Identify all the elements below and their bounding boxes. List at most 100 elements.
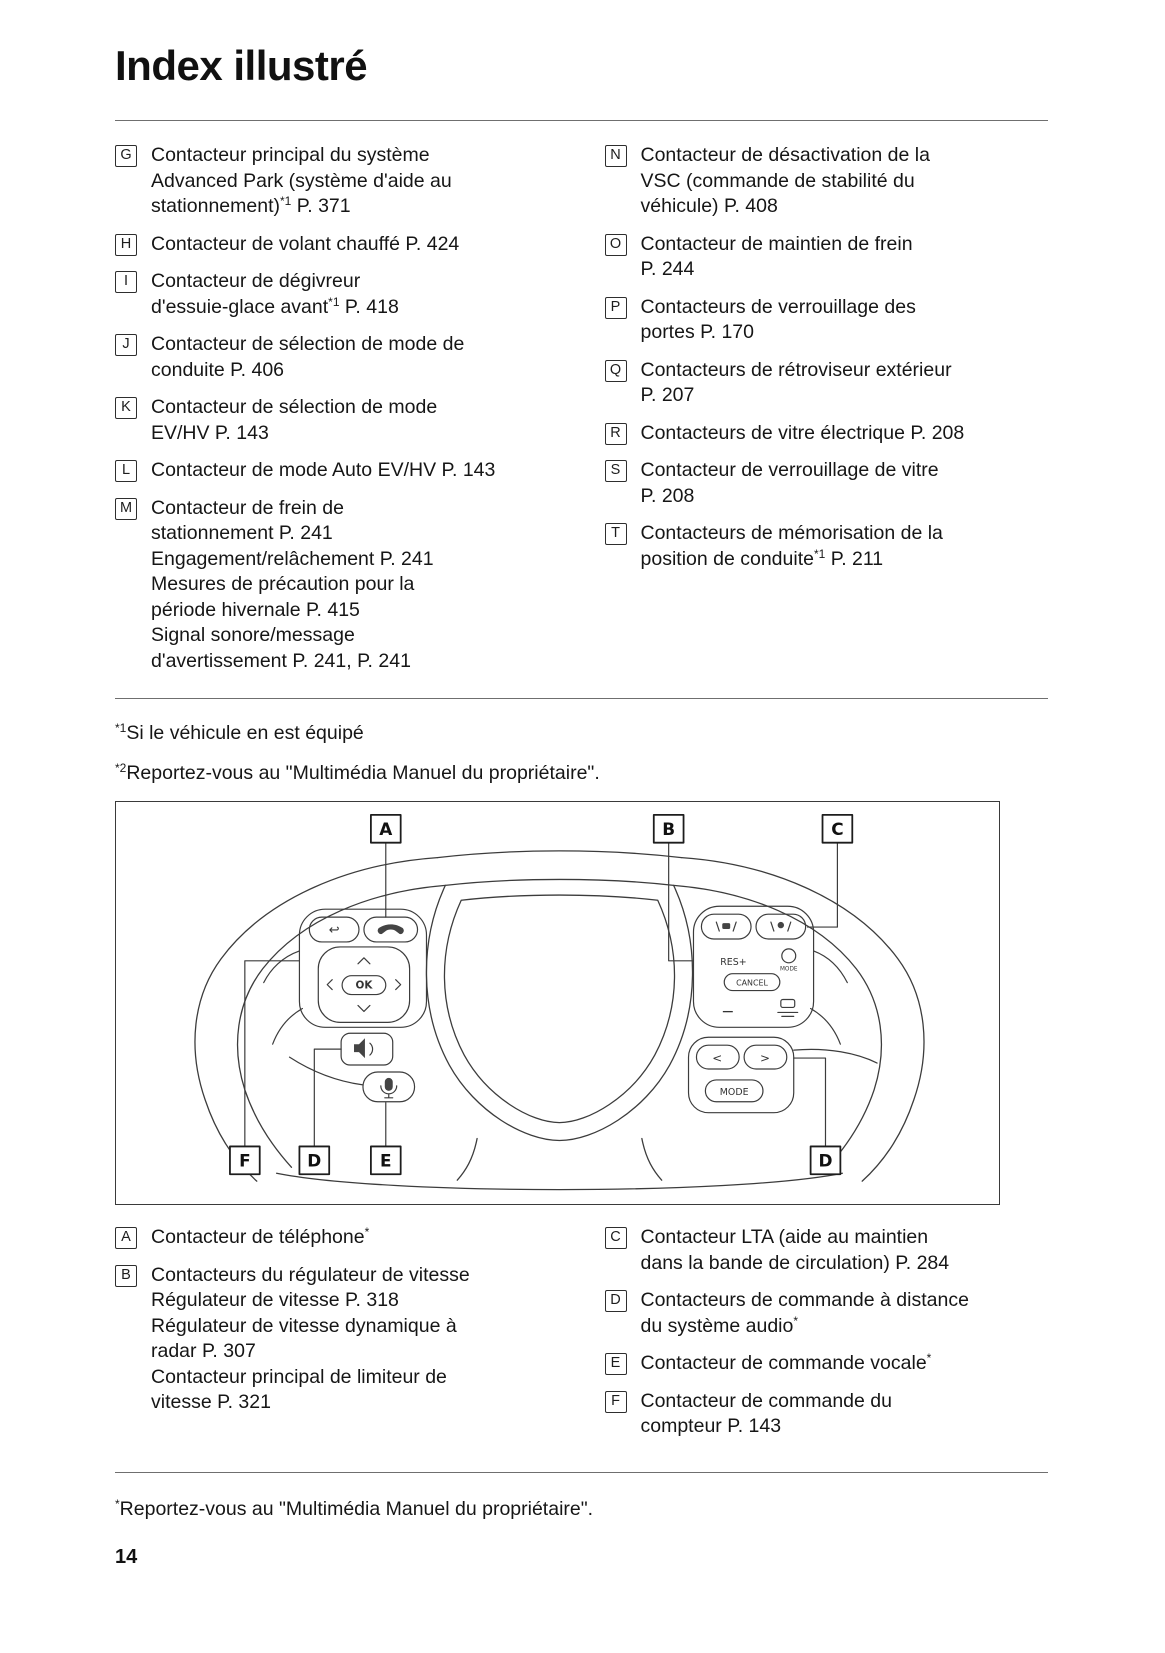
callout-e-label: E bbox=[380, 1150, 392, 1170]
ok-button bbox=[341, 975, 387, 996]
ok-button-label: OK bbox=[355, 980, 373, 992]
leader-f bbox=[244, 960, 301, 1148]
callout-a-label: A bbox=[379, 819, 392, 839]
drive-mode-dial-label: MODE bbox=[780, 967, 798, 973]
callout-d-right: D bbox=[809, 1145, 842, 1176]
speaker-wave-icon bbox=[369, 1042, 374, 1056]
callout-d-left-box bbox=[298, 1145, 331, 1176]
callout-c-label: C bbox=[831, 819, 843, 839]
callout-e-box bbox=[369, 1145, 402, 1176]
index-text-h: Contacteur de volant chauffé P. 424 bbox=[151, 232, 460, 255]
index-item-h: H Contacteur de volant chauffé P. 424 bbox=[115, 232, 559, 258]
steering-wheel-diagram: ↩ OK bbox=[194, 814, 925, 1191]
right-button-cluster: RES+ MODE CANCEL − bbox=[692, 905, 848, 1045]
right-spoke-upper-line bbox=[812, 950, 848, 984]
lower-spoke-left-line bbox=[456, 1137, 478, 1181]
callouts: A B C F bbox=[229, 814, 854, 1176]
chevron-left-icon bbox=[326, 979, 333, 991]
page-content: Index illustré G Contacteur principal du… bbox=[115, 42, 1049, 1568]
index-key-e: E bbox=[604, 1353, 627, 1375]
page-number: 14 bbox=[115, 1545, 138, 1568]
audio-remote-cluster: < > MODE bbox=[687, 1036, 878, 1114]
callout-e: E bbox=[369, 1145, 402, 1176]
footnote-equipment: *1Si le véhicule en est équipé bbox=[115, 721, 364, 744]
phone-icon bbox=[377, 924, 404, 935]
wheel-rim bbox=[194, 850, 925, 1191]
left-spoke-lower-line bbox=[272, 1007, 304, 1045]
track-prev-button bbox=[695, 1044, 740, 1070]
callout-a: A bbox=[369, 814, 402, 844]
phone-button bbox=[363, 916, 419, 943]
index-list-bottom-left: A Contacteur de téléphone* B Contacteurs… bbox=[115, 1225, 559, 1452]
index-text-a: Contacteur de téléphone* bbox=[151, 1225, 370, 1248]
footnote-multimedia: *2Reportez-vous au "Multimédia Manuel du… bbox=[115, 761, 600, 784]
index-key-a: A bbox=[115, 1227, 137, 1249]
leader-d1 bbox=[313, 1048, 342, 1148]
callout-c-box bbox=[821, 814, 854, 844]
res-plus-label: RES+ bbox=[720, 957, 746, 968]
volume-button bbox=[340, 1032, 394, 1066]
callout-leaders bbox=[244, 842, 838, 1148]
index-text-l: Contacteur de mode Auto EV/HV P. 143 bbox=[151, 459, 496, 481]
footnotes-middle: *1Si le véhicule en est équipé *2Reporte… bbox=[115, 699, 1048, 786]
footnote-bottom: *Reportez-vous au "Multimédia Manuel du … bbox=[115, 1496, 594, 1520]
steering-assist-button bbox=[700, 913, 752, 940]
dpad-outline bbox=[317, 946, 411, 1023]
chevron-right-icon bbox=[395, 979, 402, 991]
lower-left-spoke-line bbox=[288, 1056, 364, 1086]
left-button-cluster: ↩ OK bbox=[263, 908, 428, 1103]
index-key-s: S bbox=[604, 460, 627, 482]
callout-b: B bbox=[652, 814, 685, 844]
speaker-icon bbox=[354, 1038, 365, 1059]
index-key-l: L bbox=[115, 460, 137, 482]
index-item-l: L Contacteur de mode Auto EV/HV P. 143 bbox=[115, 458, 559, 484]
index-item-e: E Contacteur de commande vocale* bbox=[604, 1351, 1049, 1377]
lane-assist-button bbox=[755, 913, 807, 940]
index-key-r: R bbox=[604, 422, 627, 445]
callout-b-box bbox=[652, 814, 685, 844]
index-key-c: C bbox=[604, 1227, 627, 1249]
index-item-a: A Contacteur de téléphone* bbox=[115, 1225, 559, 1251]
index-key-d: D bbox=[604, 1290, 627, 1312]
callout-f-label: F bbox=[239, 1150, 251, 1170]
index-item-r: R Contacteurs de vitre électrique P. 208 bbox=[604, 421, 1049, 447]
index-text-e: Contacteur de commande vocale* bbox=[640, 1351, 932, 1374]
chevron-down-icon bbox=[357, 1004, 371, 1013]
minus-label: − bbox=[721, 1001, 734, 1020]
index-key-t: T bbox=[604, 523, 627, 545]
callout-d-right-box bbox=[809, 1145, 842, 1176]
index-key-m: M bbox=[115, 497, 137, 520]
leader-c bbox=[807, 842, 838, 928]
index-text-r: Contacteurs de vitre électrique P. 208 bbox=[640, 421, 965, 444]
index-key-j: J bbox=[115, 334, 137, 356]
callout-b-label: B bbox=[662, 819, 675, 839]
track-next-label: > bbox=[760, 1051, 770, 1065]
index-key-g: G bbox=[115, 145, 137, 167]
